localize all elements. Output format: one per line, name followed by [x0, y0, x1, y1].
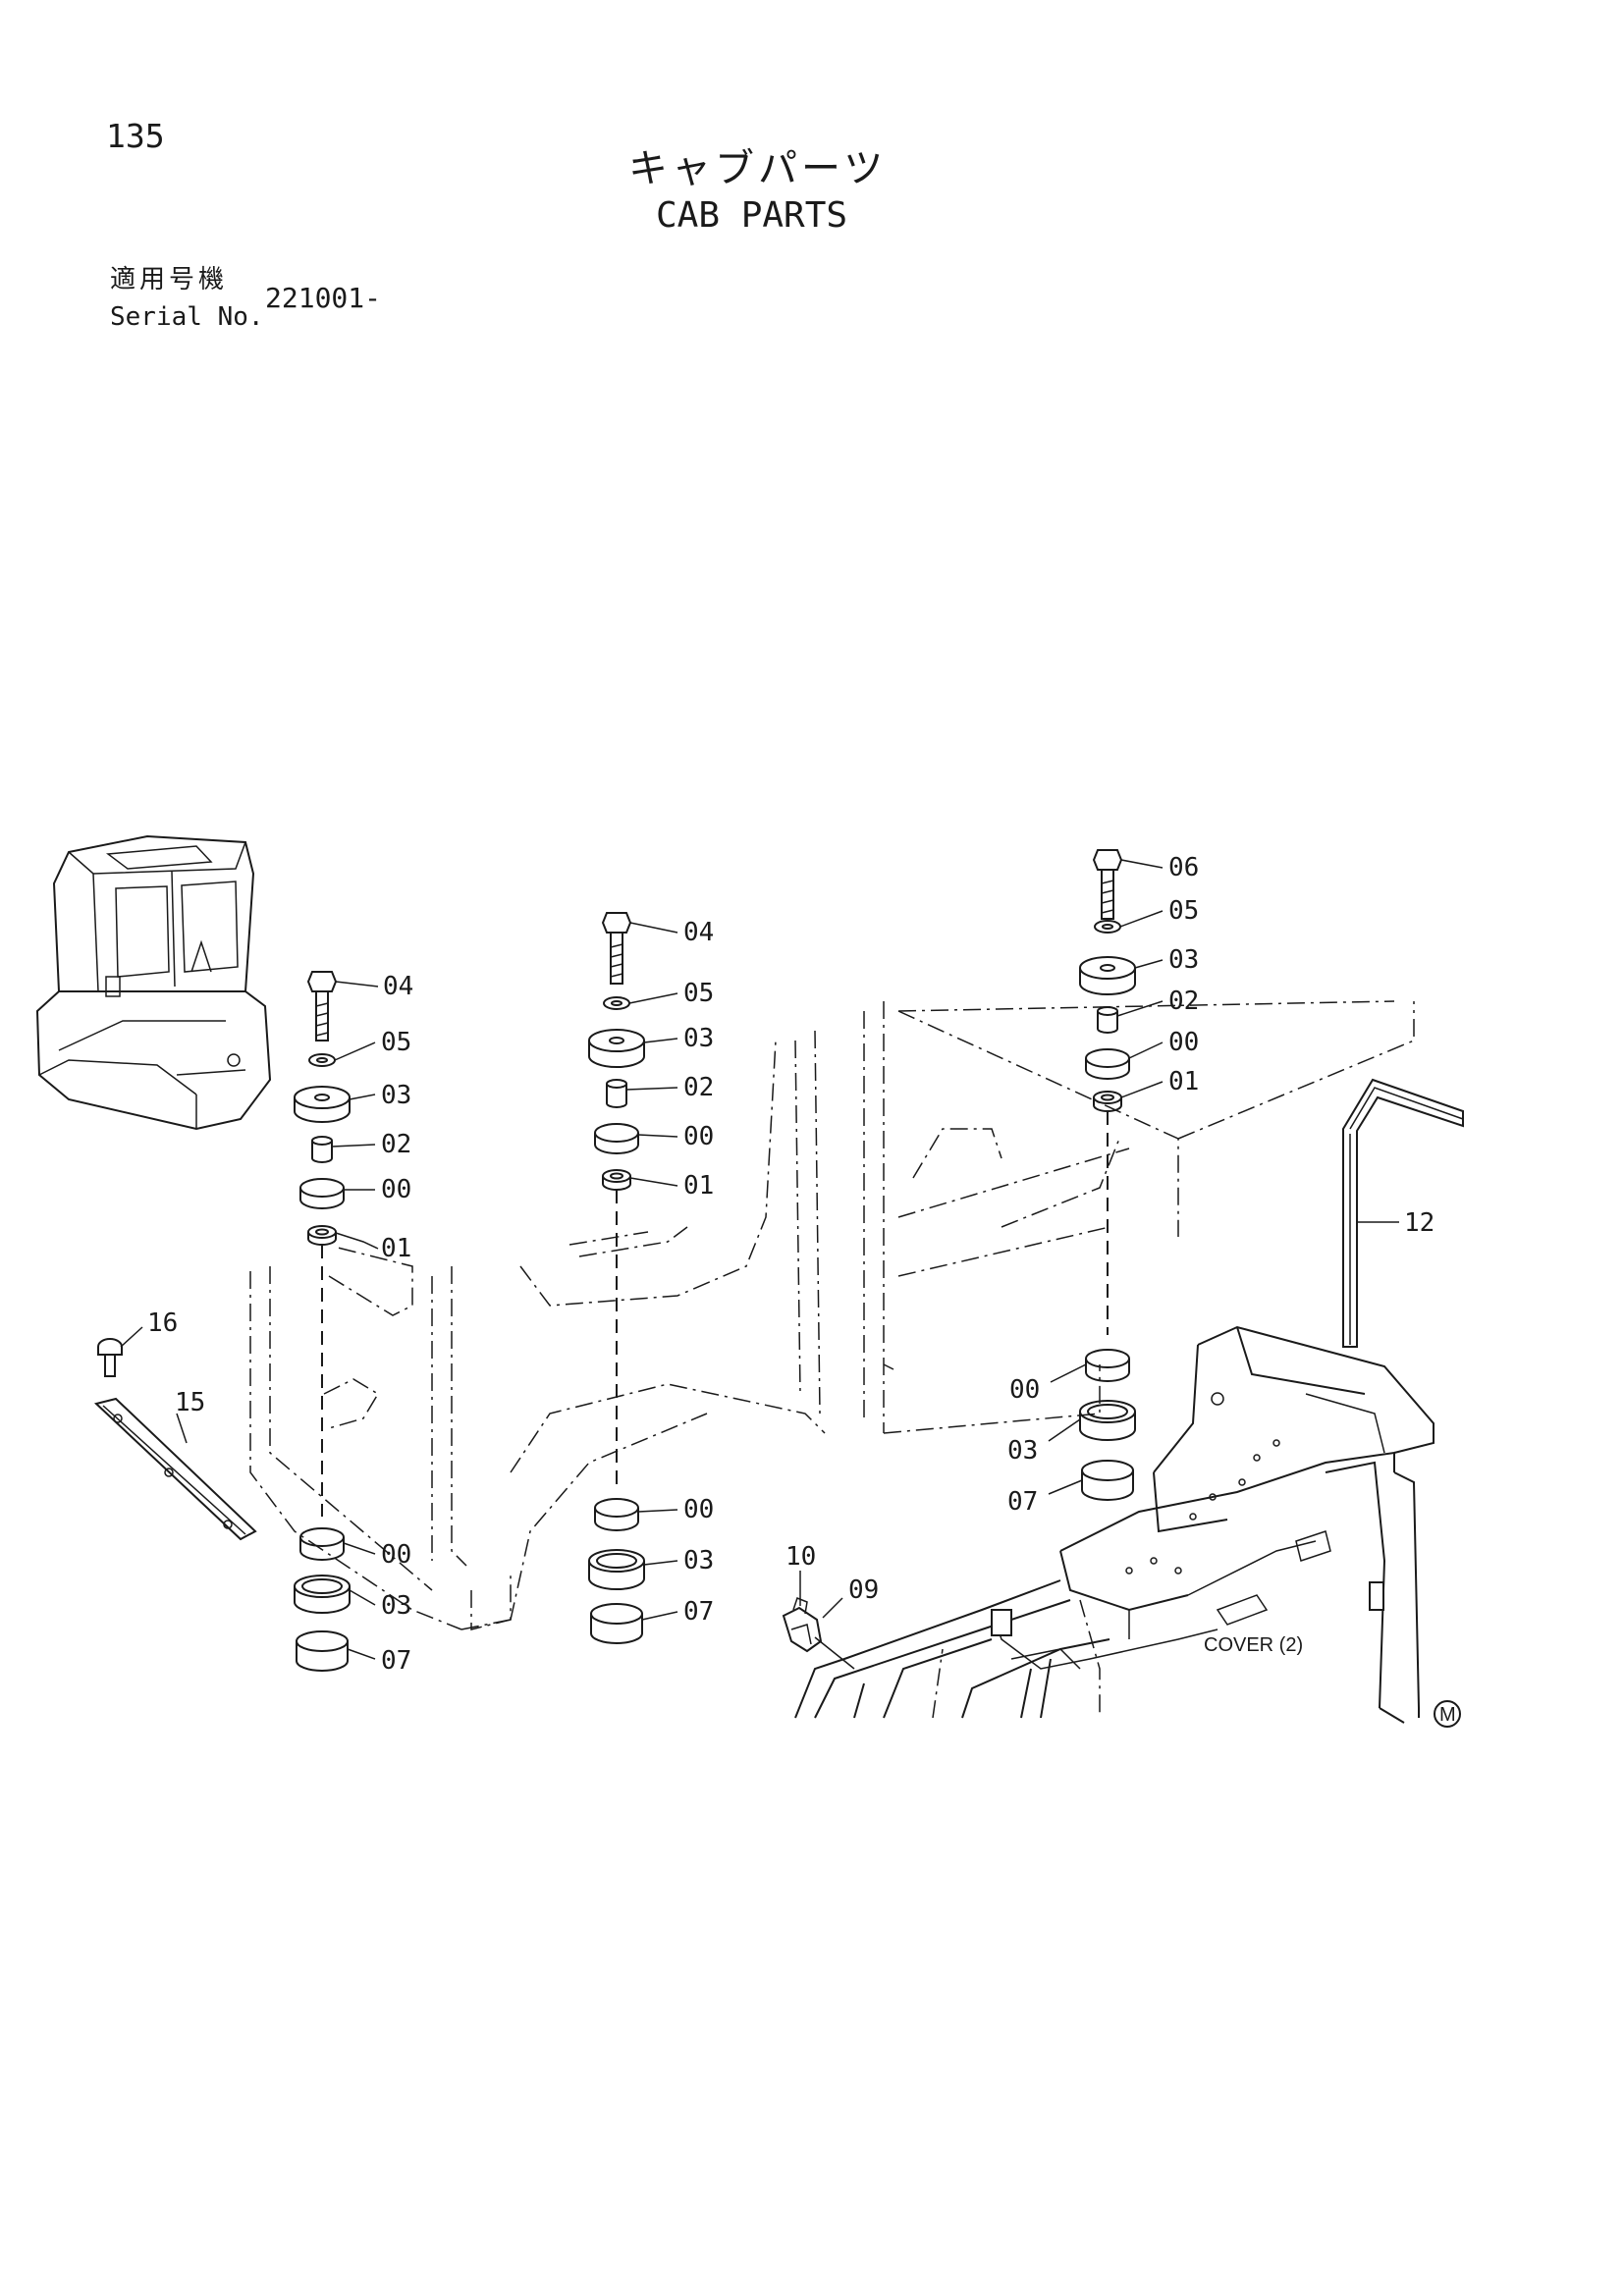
callouts-right: 06 05 03 02 00 01 00 03 07	[1007, 853, 1199, 1517]
callout-03: 03	[683, 1024, 714, 1053]
grab-rail	[1342, 1078, 1464, 1348]
callout-00: 00	[381, 1175, 411, 1204]
callout-00: 00	[683, 1495, 714, 1524]
marker-m: M	[1434, 1700, 1461, 1728]
step-plate	[93, 1397, 257, 1541]
serial-label-japanese: 適用号機	[110, 265, 229, 294]
leader-lines	[120, 859, 1399, 1660]
callout-07: 07	[683, 1597, 714, 1627]
callouts-left: 04 05 03 02 00 01 00 03 07	[381, 972, 413, 1676]
page-number: 135	[106, 117, 165, 155]
callout-05: 05	[381, 1028, 411, 1057]
callout-00: 00	[1168, 1028, 1199, 1057]
callout-01: 01	[683, 1171, 714, 1201]
callout-01: 01	[1168, 1067, 1199, 1096]
callout-09: 09	[848, 1575, 879, 1605]
callout-10: 10	[785, 1542, 816, 1572]
callout-03: 03	[1007, 1436, 1038, 1466]
callout-03: 03	[683, 1546, 714, 1575]
callout-07: 07	[1007, 1487, 1038, 1517]
clip-part	[782, 1597, 855, 1670]
callout-02: 02	[1168, 987, 1199, 1016]
callout-03: 03	[1168, 945, 1199, 975]
page-title: CAB PARTS	[656, 195, 848, 236]
cab-thumbnail	[35, 834, 272, 1131]
svg-text:M: M	[1439, 1704, 1456, 1726]
callout-12: 12	[1404, 1208, 1435, 1238]
page-title-japanese: キャブパーツ	[628, 146, 888, 191]
callout-04: 04	[683, 918, 714, 947]
upper-frame	[1059, 1325, 1435, 1724]
callouts-center: 04 05 03 02 00 01 00 03 07	[683, 918, 714, 1627]
callout-15: 15	[175, 1388, 205, 1417]
callout-00: 00	[683, 1122, 714, 1151]
callouts-misc: 16 15 12 10 09 COVER (2)	[147, 1208, 1435, 1656]
mount-stack-left	[294, 971, 351, 1672]
serial-label: Serial No.	[110, 302, 264, 332]
callout-06: 06	[1168, 853, 1199, 882]
mount-stack-right	[1079, 849, 1136, 1501]
callout-05: 05	[1168, 896, 1199, 926]
cover-label: COVER (2)	[1204, 1634, 1303, 1656]
callout-00: 00	[381, 1540, 411, 1570]
callout-16: 16	[147, 1308, 178, 1338]
cab-frame-outline	[249, 1000, 1415, 1630]
mount-stack-center	[588, 912, 645, 1644]
callout-04: 04	[383, 972, 413, 1001]
callout-00: 00	[1009, 1375, 1040, 1405]
callout-03: 03	[381, 1591, 411, 1621]
lower-frame	[794, 1579, 1218, 1719]
bolt-16	[97, 1338, 123, 1377]
serial-value: 221001-	[265, 282, 382, 314]
callout-03: 03	[381, 1081, 411, 1110]
callout-07: 07	[381, 1646, 411, 1676]
callout-05: 05	[683, 979, 714, 1008]
callout-02: 02	[683, 1073, 714, 1102]
callout-01: 01	[381, 1234, 411, 1263]
callout-02: 02	[381, 1130, 411, 1159]
